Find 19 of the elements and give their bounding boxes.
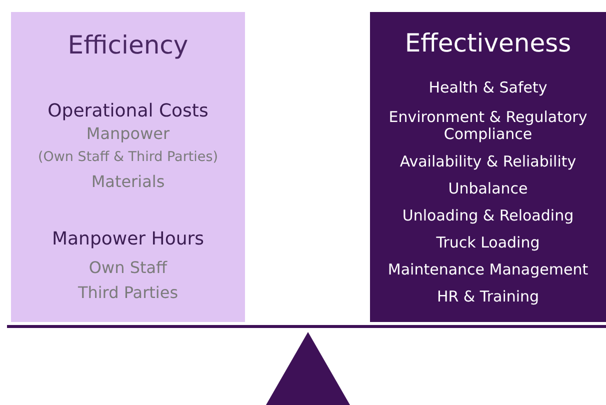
list-item: Environment & Regulatory Compliance [388, 108, 588, 144]
list-item: Third Parties [76, 284, 180, 302]
list-item: Health & Safety [428, 79, 548, 97]
panel [11, 12, 245, 322]
list-item: Own Staff [88, 258, 168, 278]
panel-heading: Efficiency [66, 32, 190, 60]
list-item: Materials [90, 172, 166, 192]
list-item: (Own Staff & Third Parties) [36, 150, 220, 166]
panel [370, 12, 606, 322]
list-item: Unbalance [447, 180, 529, 198]
list-item: Availability & Reliability [398, 153, 578, 171]
section-heading: Manpower Hours [50, 230, 206, 250]
list-item: HR & Training [436, 288, 540, 306]
list-item: Truck Loading [435, 234, 541, 252]
list-item: Maintenance Management [386, 261, 590, 279]
list-item: Manpower [85, 124, 171, 144]
panel-heading: Effectiveness [404, 30, 572, 58]
list-item: Unloading & Reloading [401, 207, 575, 225]
section-heading: Operational Costs [46, 102, 210, 122]
